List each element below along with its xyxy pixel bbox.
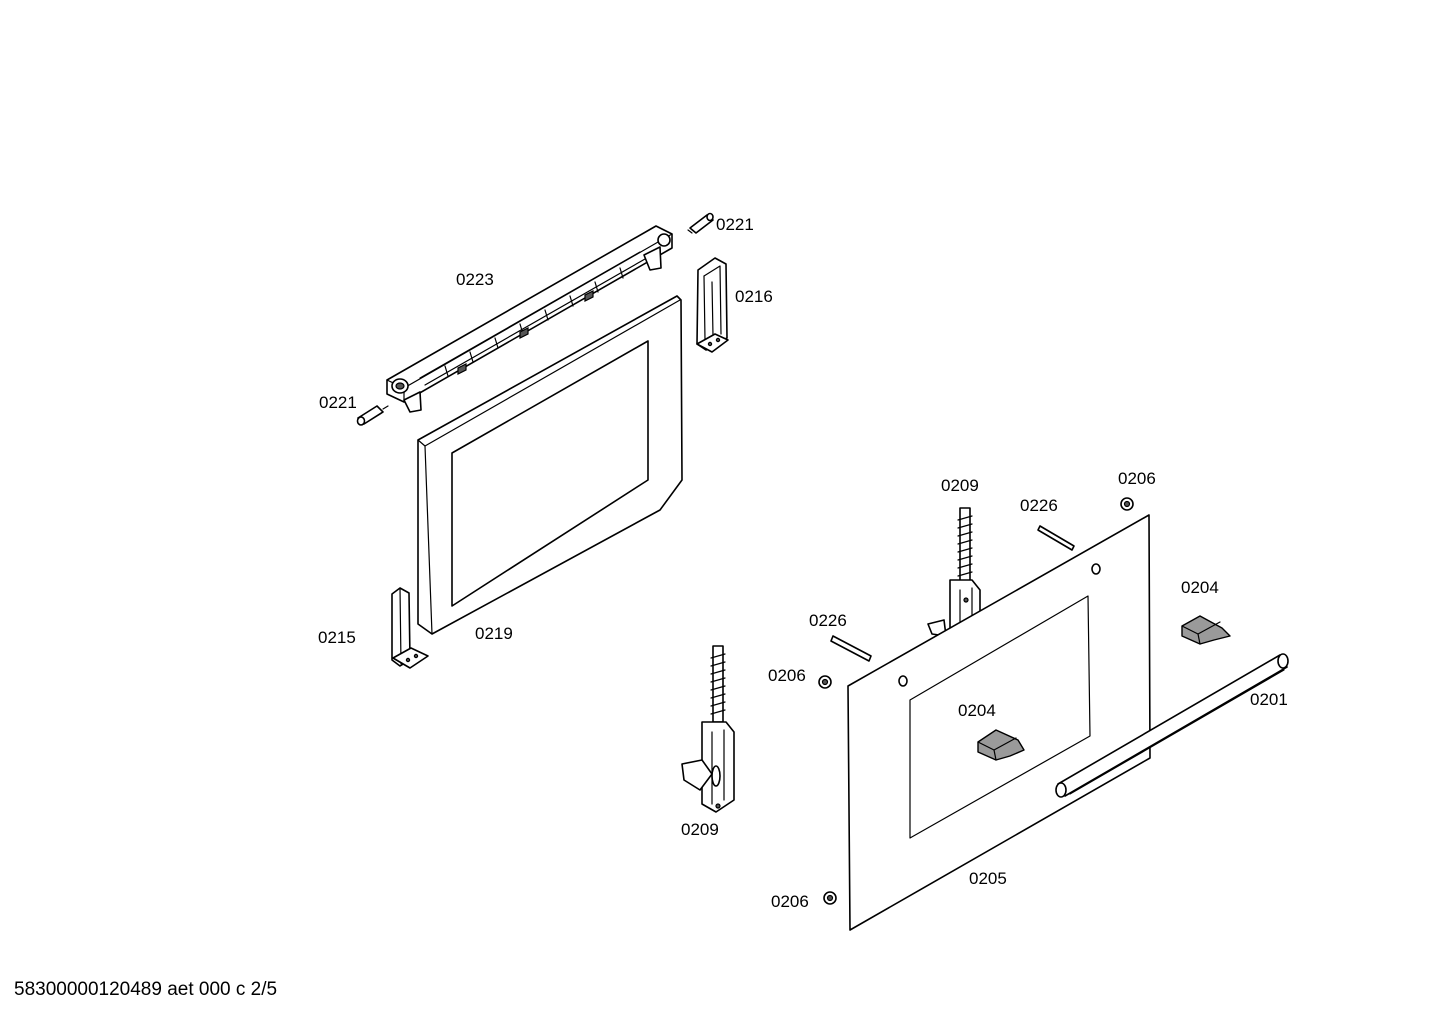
label-0226-top: 0226 <box>1020 496 1058 515</box>
label-0223: 0223 <box>456 270 494 289</box>
label-0226-left: 0226 <box>809 611 847 630</box>
document-id-footer: 58300000120489 aet 000 c 2/5 <box>14 979 278 1000</box>
part-0201-handle-bar <box>1055 653 1289 798</box>
label-0201: 0201 <box>1250 690 1288 709</box>
label-0221-top: 0221 <box>716 215 754 234</box>
part-0226-rod-left <box>830 635 872 662</box>
part-0204-clip-right <box>1181 615 1231 645</box>
part-0223-trim-bar <box>386 225 673 413</box>
part-0206-screw-top <box>1120 497 1134 511</box>
part-0226-rod-top <box>1037 525 1075 551</box>
label-0204-mid: 0204 <box>958 701 996 720</box>
part-0204-clip-mid <box>977 729 1025 761</box>
label-0204-right: 0204 <box>1181 578 1219 597</box>
label-0215: 0215 <box>318 628 356 647</box>
part-0219-glass-pane <box>417 295 683 635</box>
label-0206-mid: 0206 <box>768 666 806 685</box>
part-0206-screw-mid <box>818 675 832 689</box>
part-0221-pin-left <box>356 405 389 426</box>
part-0216-bracket <box>696 257 729 353</box>
label-0219: 0219 <box>475 624 513 643</box>
label-0216: 0216 <box>735 287 773 306</box>
label-0206-bottom: 0206 <box>771 892 809 911</box>
part-0206-screw-bottom <box>823 891 837 905</box>
label-0209-top: 0209 <box>941 476 979 495</box>
part-0215-bracket <box>391 587 429 669</box>
part-0221-pin-top <box>687 212 714 234</box>
part-0205-outer-glass <box>847 514 1151 931</box>
label-0209-bottom: 0209 <box>681 820 719 839</box>
part-0209-hinge-bottom <box>681 645 735 813</box>
label-0205: 0205 <box>969 869 1007 888</box>
label-0206-top: 0206 <box>1118 469 1156 488</box>
label-0221-left: 0221 <box>319 393 357 412</box>
